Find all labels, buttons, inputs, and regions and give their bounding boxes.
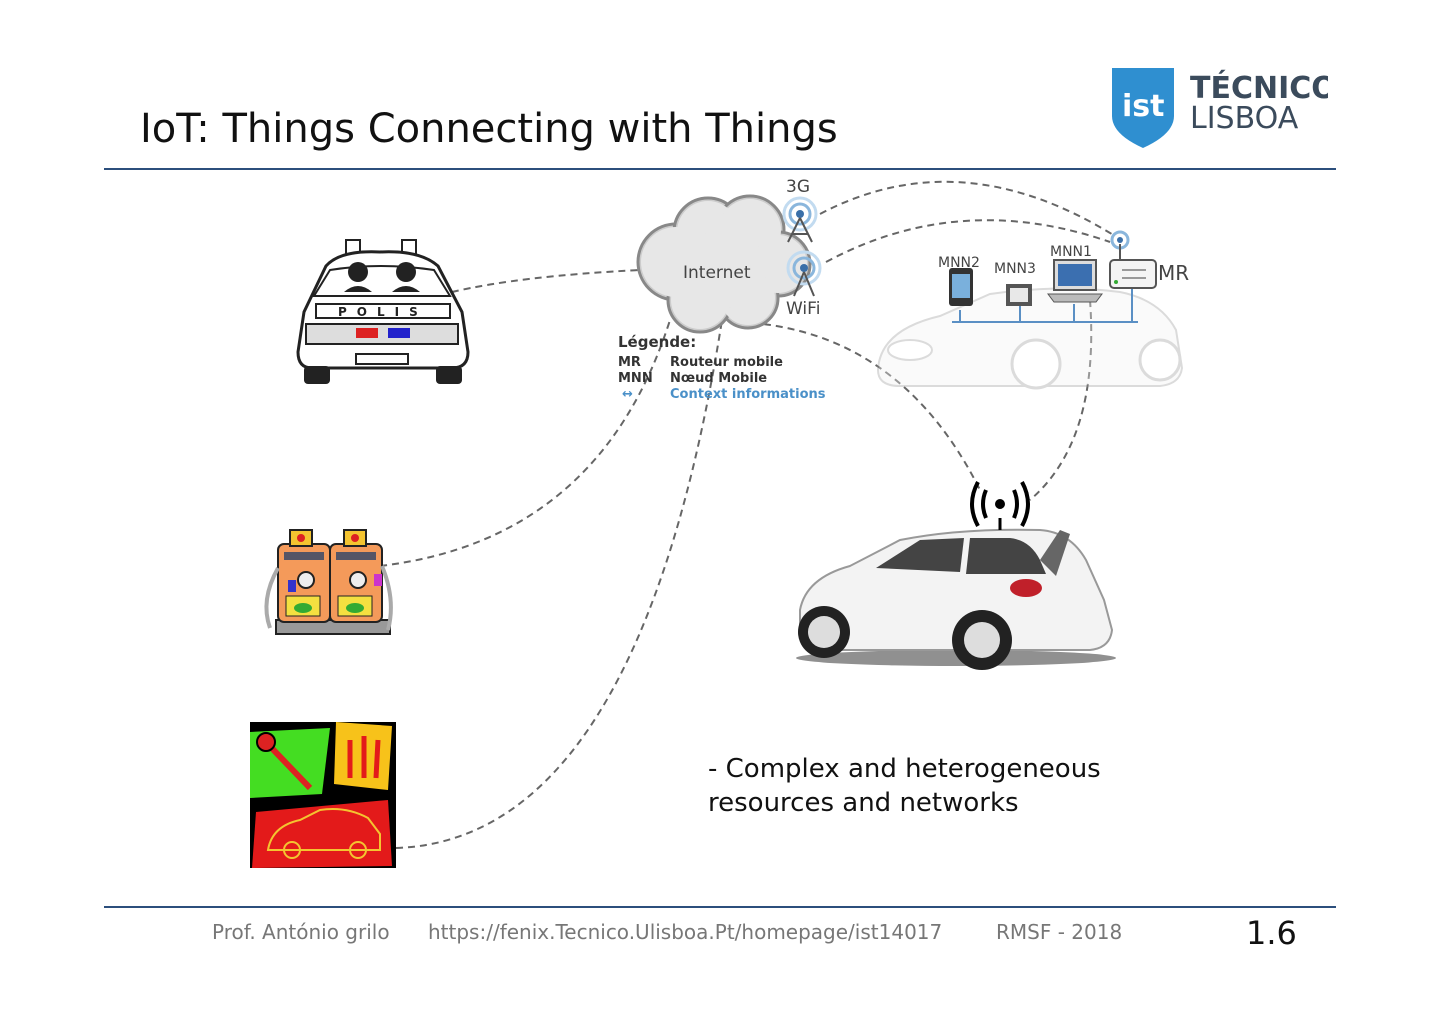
legend-value-mnn: Nœud Mobile xyxy=(670,371,767,386)
white-car-icon xyxy=(796,482,1116,670)
legend-value-mr: Routeur mobile xyxy=(670,355,783,370)
footer-author: Prof. António grilo xyxy=(212,920,390,944)
legend-title: Légende: xyxy=(618,333,696,351)
bullet-line2: resources and networks xyxy=(708,786,1208,820)
mnn3-device-icon xyxy=(1006,284,1032,306)
bullet-text: - Complex and heterogeneous resources an… xyxy=(708,752,1208,820)
footer-course: RMSF - 2018 xyxy=(996,920,1122,944)
mechanic-garage-icon xyxy=(250,722,396,868)
antenna-3g-label: 3G xyxy=(786,177,810,197)
antenna-wifi-label: WiFi xyxy=(786,299,820,319)
legend-value-context: Context informations xyxy=(670,387,826,402)
legend-key-mnn: MNN xyxy=(618,371,653,386)
police-car-text: POLIS xyxy=(338,305,428,319)
mnn1-label: MNN1 xyxy=(1050,244,1092,260)
link-police-internet xyxy=(452,270,640,292)
mnn3-label: MNN3 xyxy=(994,261,1036,277)
legend-key-mr: MR xyxy=(618,355,641,370)
mnn2-label: MNN2 xyxy=(938,255,980,271)
mr-router-icon xyxy=(1110,232,1156,288)
cloud-label: Internet xyxy=(683,263,751,283)
link-3g-mr xyxy=(820,182,1115,236)
fuel-pump-icon xyxy=(266,530,390,634)
mr-label: MR xyxy=(1158,261,1189,285)
mnn1-laptop-icon xyxy=(1048,260,1102,302)
police-car-icon: POLIS xyxy=(298,240,468,384)
footer-rule xyxy=(104,906,1336,908)
bullet-line1: - Complex and heterogeneous xyxy=(708,752,1208,786)
page-number: 1.6 xyxy=(1246,914,1297,952)
mnn2-phone-icon xyxy=(949,268,973,306)
legend-key-arrow: ↔ xyxy=(622,387,633,402)
footer-url[interactable]: https://fenix.Tecnico.Ulisboa.Pt/homepag… xyxy=(428,920,942,944)
